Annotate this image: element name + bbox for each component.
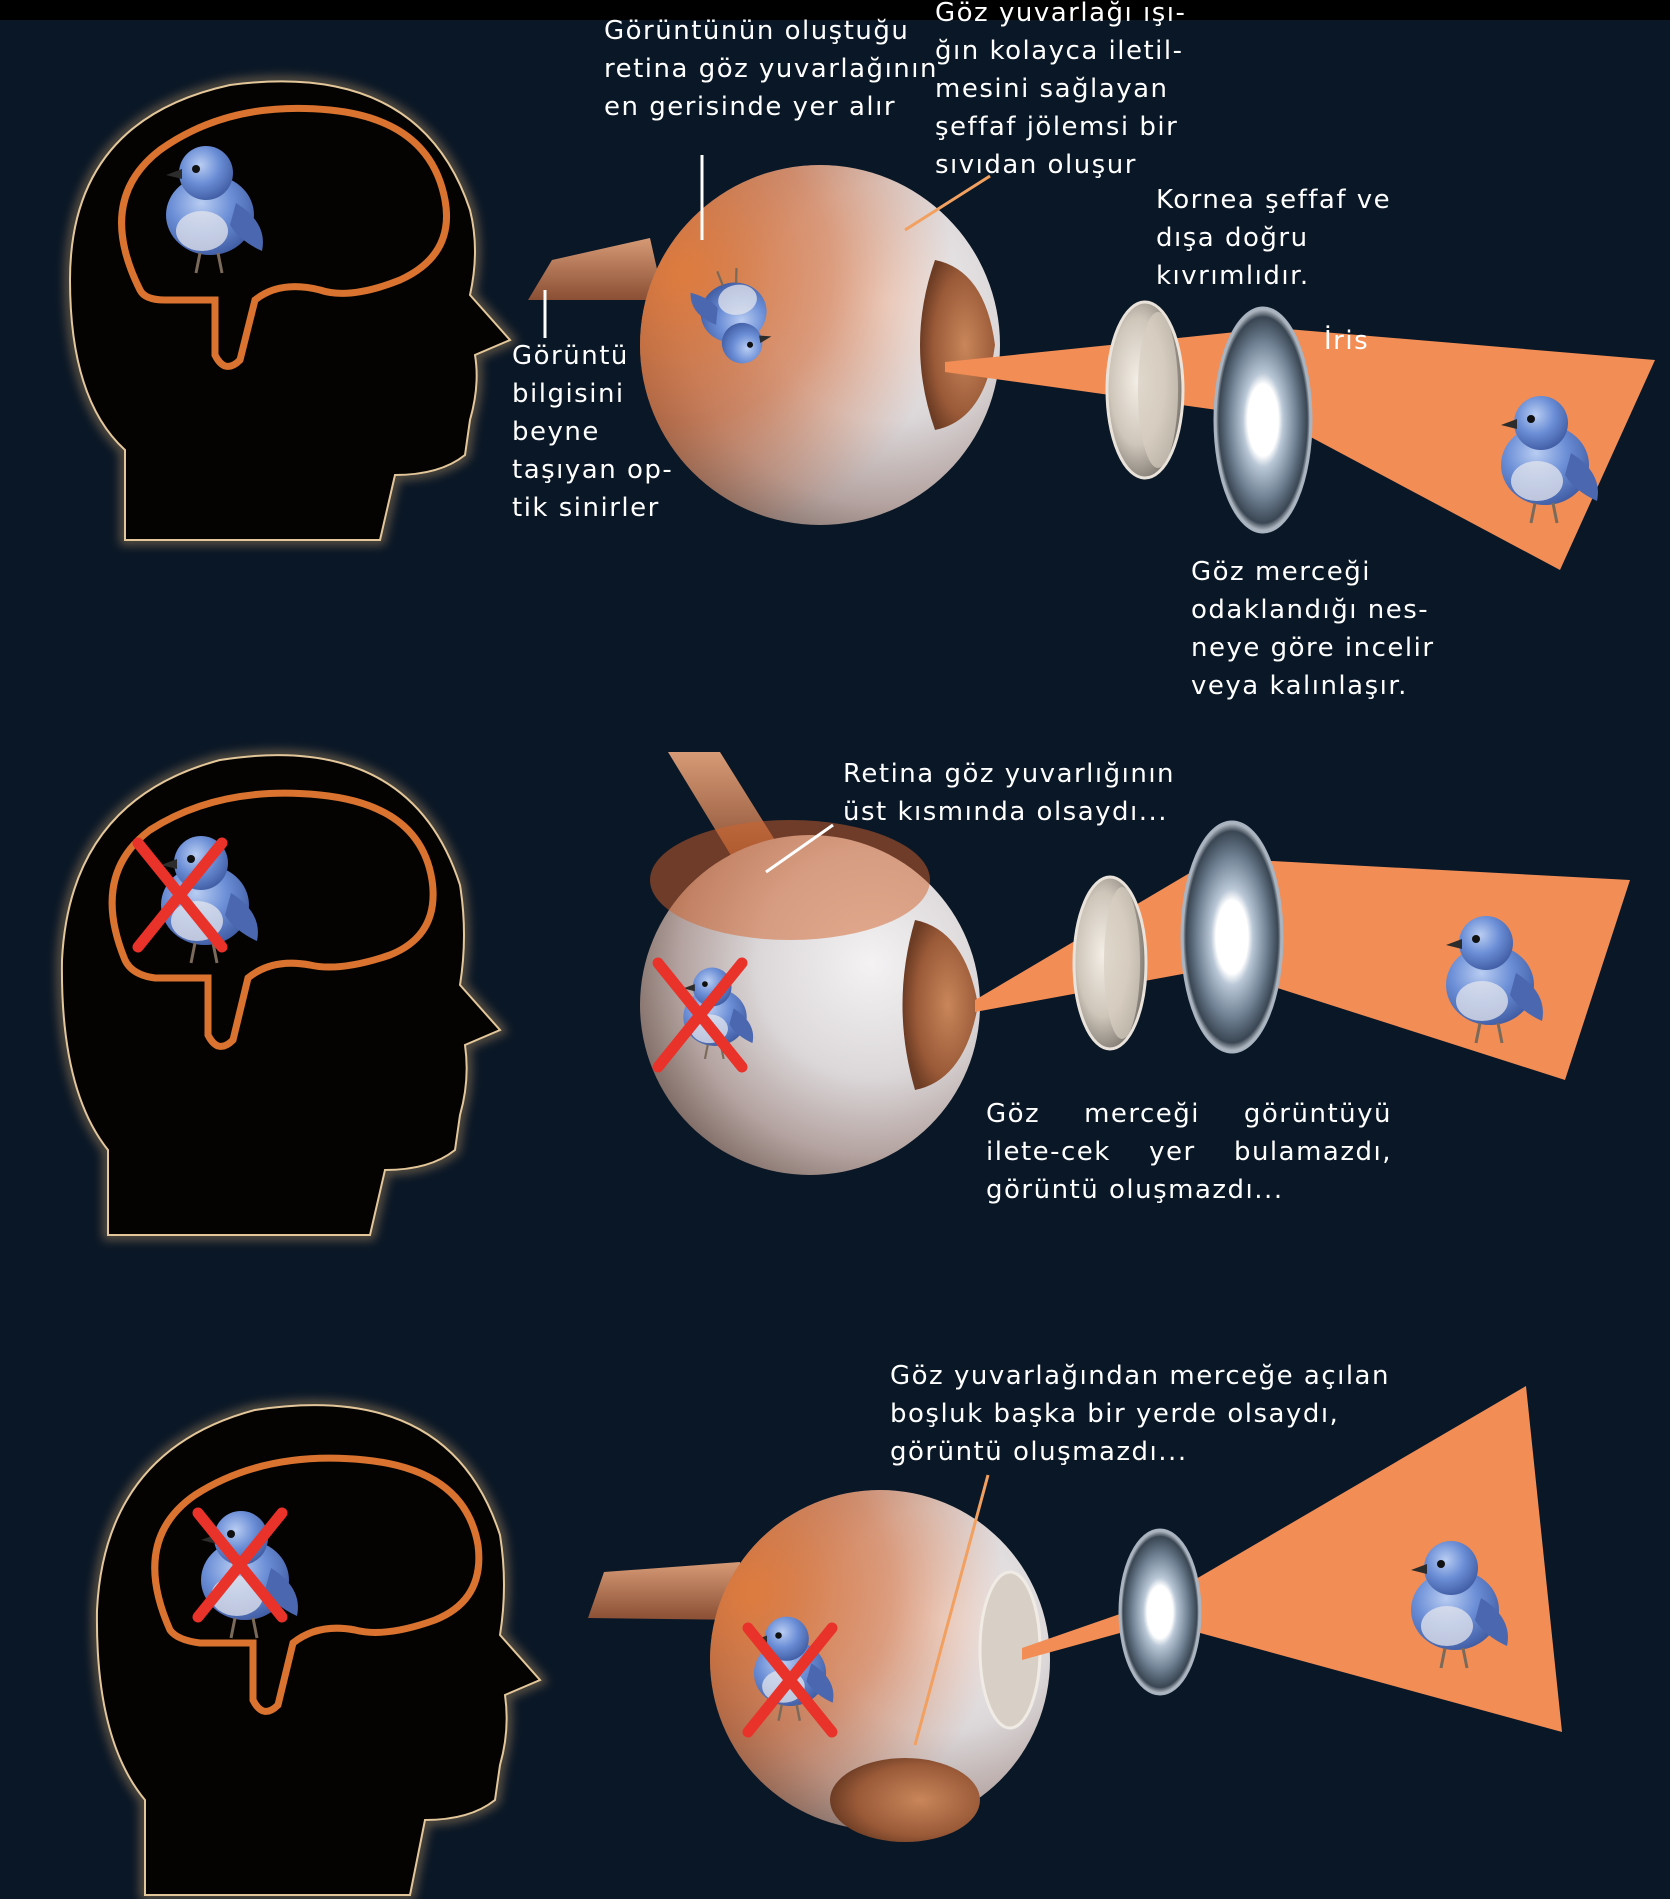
cornea-lens: [1074, 877, 1146, 1049]
iris-disc: [1182, 822, 1282, 1052]
opening-elsewhere-label: Göz yuvarlağından merceğe açılan boşluk …: [890, 1357, 1390, 1471]
retina-top-label: Retina göz yuvarlığının üst kısmında ols…: [843, 755, 1175, 831]
iris-disc: [1215, 308, 1311, 532]
vitreous-label: Göz yuvarlağı ışı- ğın kolayca iletil- m…: [935, 0, 1186, 184]
head-silhouette: [70, 81, 510, 540]
iris-label: İris: [1324, 322, 1369, 360]
head-silhouette: [62, 755, 500, 1235]
cornea-label: Kornea şeffaf ve dışa doğru kıvrımlıdır.: [1156, 181, 1391, 295]
eyeball: [640, 165, 1000, 525]
cornea-lens: [1107, 302, 1183, 478]
lens-label: Göz merceği odaklandığı nes- neye göre i…: [1191, 553, 1435, 705]
optic-nerve-label: Görüntü bilgisini beyne taşıyan op- tik …: [512, 337, 673, 527]
iris-disc: [1120, 1530, 1200, 1694]
no-image-label: Göz merceği görüntüyü ilete-cek yer bula…: [986, 1095, 1392, 1209]
retina-label: Görüntünün oluştuğu retina göz yuvarlağı…: [604, 12, 938, 126]
